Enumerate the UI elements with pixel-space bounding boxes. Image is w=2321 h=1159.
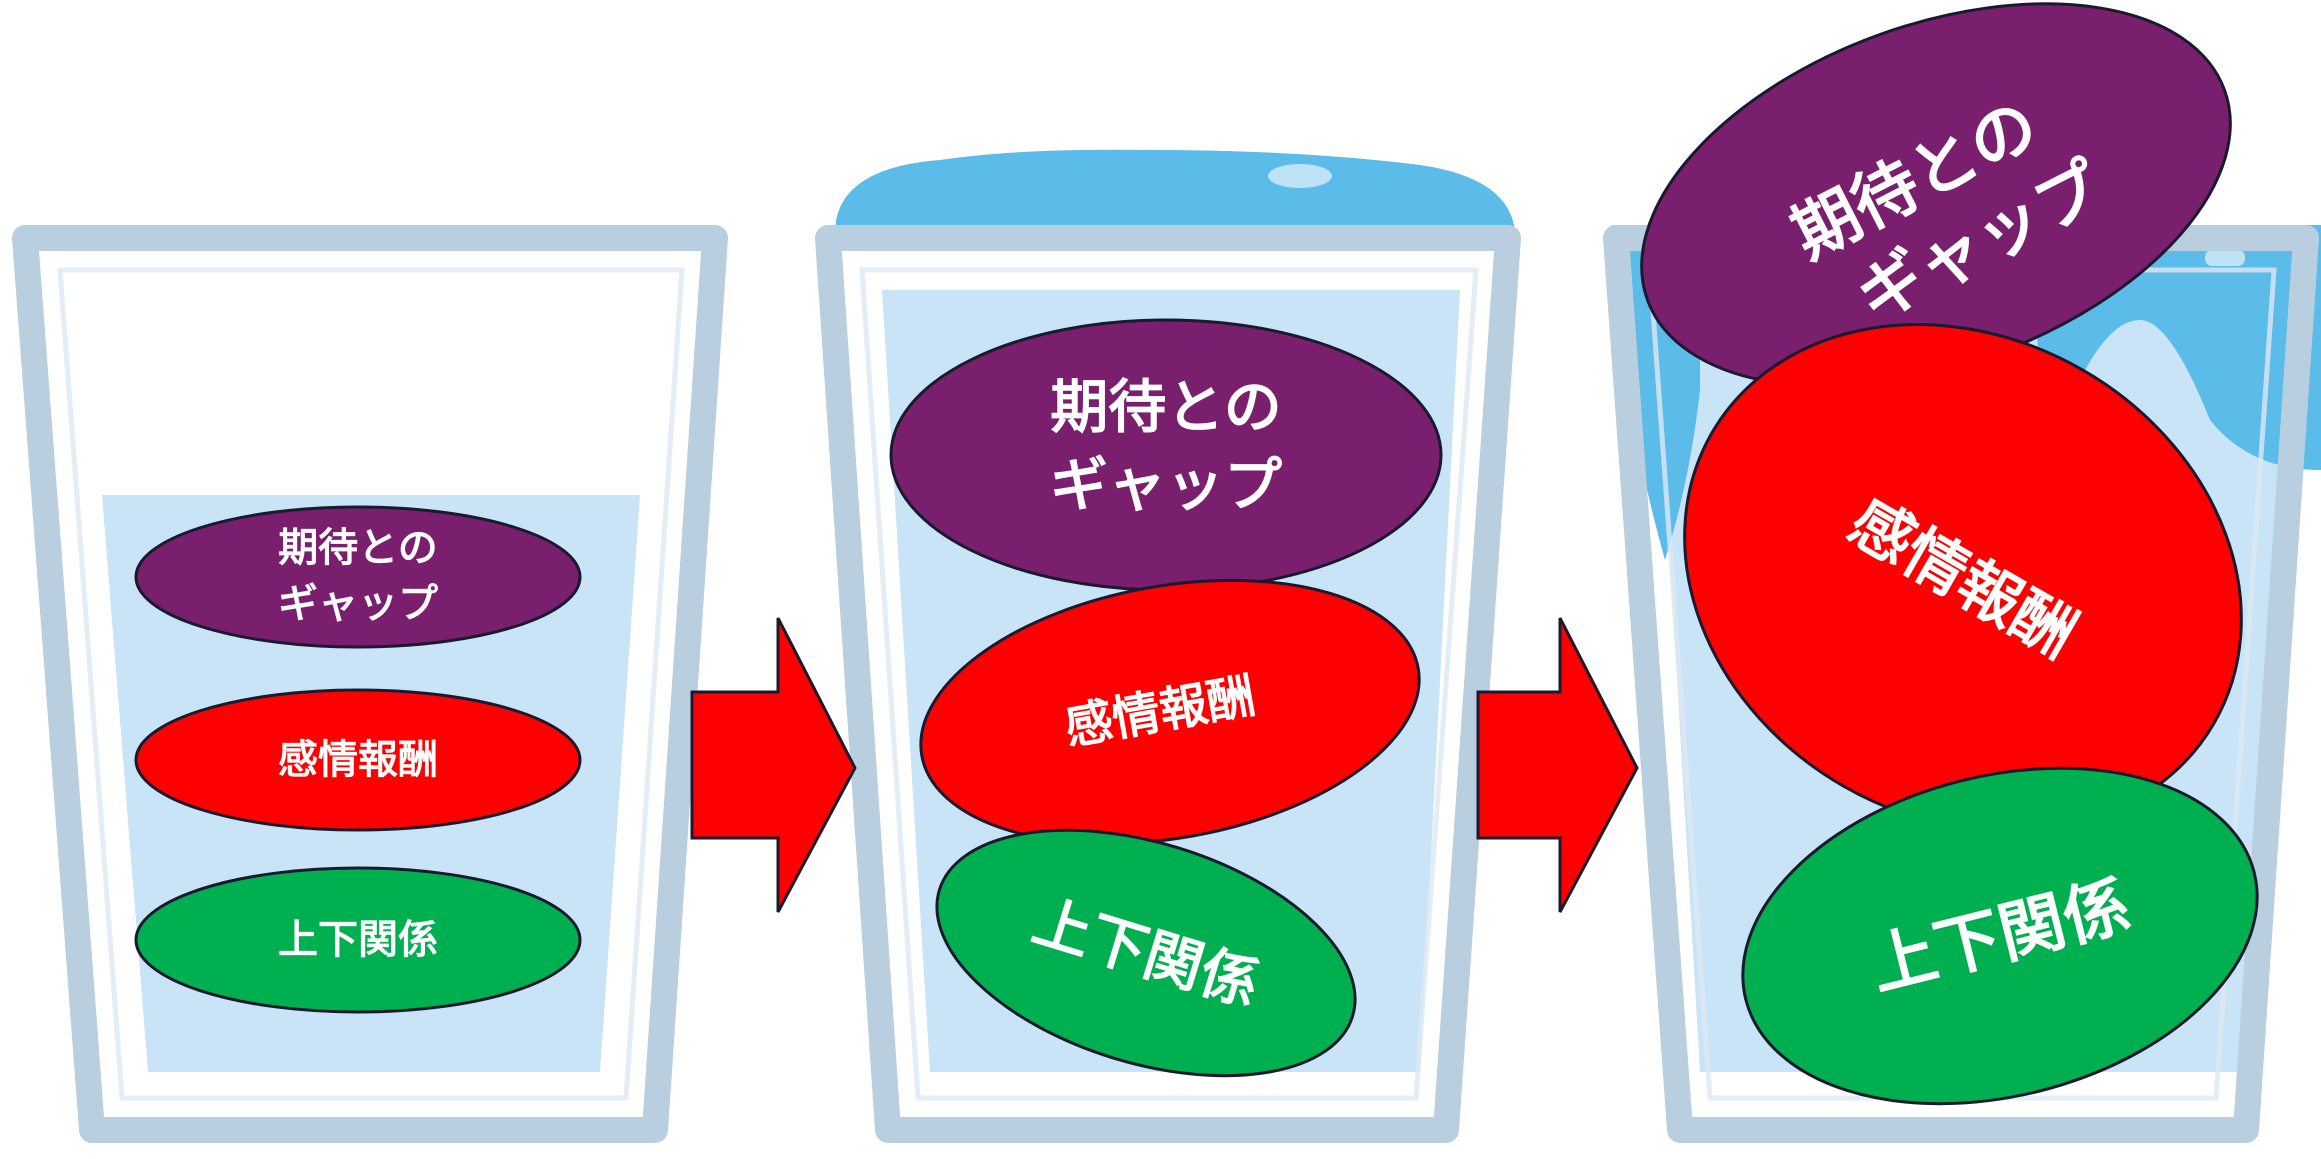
glass-1-emotional-reward-oval: 感情報酬 — [134, 688, 582, 832]
glass-1-hierarchy-oval: 上下関係 — [134, 866, 582, 1014]
emotional-reward-ellipse — [919, 578, 1421, 846]
arrow-right-1 — [690, 617, 857, 913]
glass-3-water-highlight — [2205, 250, 2245, 266]
hierarchy-label: 上下関係 — [278, 917, 438, 963]
gap-label-line2: ギャップ — [1050, 451, 1282, 519]
gap-label-line1: 期待との — [1050, 373, 1281, 441]
gap-label-line1: 期待との — [278, 525, 438, 571]
glass-3-gap-oval: 期待との ギャップ — [1640, 2, 2232, 388]
glass-2-water-overflow — [835, 149, 1515, 232]
glass-3-emotional-reward-oval: 感情報酬 — [1683, 323, 2243, 833]
glass-3-hierarchy-oval: 上下関係 — [1741, 766, 2259, 1106]
gap-label-line2: ギャップ — [278, 581, 438, 627]
emotional-reward-label: 感情報酬 — [278, 737, 438, 783]
hierarchy-ellipse — [1741, 766, 2259, 1106]
glass-1-gap-oval: 期待との ギャップ — [134, 505, 582, 649]
glass-2-water-highlight — [1268, 164, 1332, 188]
glass-2-hierarchy-oval: 上下関係 — [935, 828, 1357, 1078]
glass-2-emotional-reward-oval: 感情報酬 — [919, 578, 1421, 846]
glass-2-outline — [815, 225, 1521, 1143]
emotional-reward-ellipse — [1683, 323, 2243, 833]
glass-2-gap-oval: 期待との ギャップ — [889, 318, 1443, 592]
gap-ellipse — [134, 505, 582, 649]
hierarchy-ellipse — [935, 828, 1357, 1078]
glass-1-outline — [12, 225, 728, 1143]
arrow-right-2 — [1476, 617, 1639, 913]
glass-1-inner-rim — [57, 267, 685, 1101]
glass-2-inner-rim — [859, 267, 1479, 1101]
hierarchy-ellipse — [134, 866, 582, 1014]
emotional-reward-ellipse — [134, 688, 582, 832]
